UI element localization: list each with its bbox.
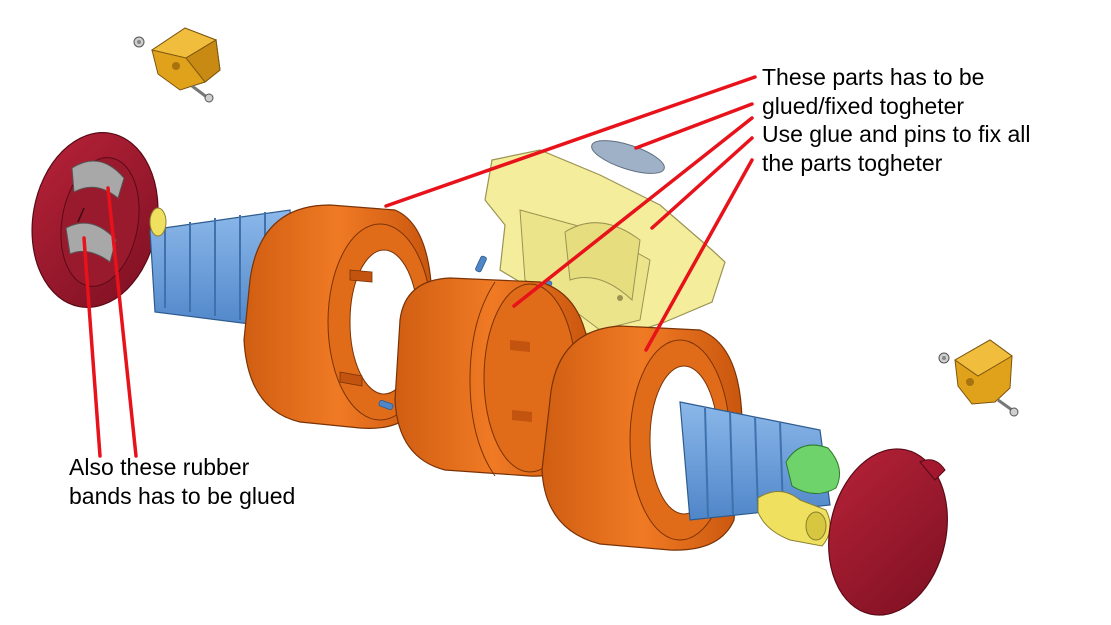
green-part xyxy=(785,444,841,494)
blue-shaft-right xyxy=(679,401,831,521)
yellow-tube-right xyxy=(757,491,831,547)
rubber-band-upper xyxy=(71,160,125,199)
leader-lines xyxy=(82,75,757,458)
leader-line-4 xyxy=(650,136,754,230)
annotation-glue-parts: These parts has to be glued/fixed toghet… xyxy=(762,63,1031,177)
screw-nut-right xyxy=(938,352,950,364)
annotation-line: glued/fixed togheter xyxy=(762,92,965,119)
red-cap-left xyxy=(31,132,159,308)
screw-nut-top xyxy=(133,36,145,48)
rubber-band-lower xyxy=(65,222,117,263)
gold-bracket-top xyxy=(150,27,221,103)
leader-line-5 xyxy=(644,158,754,352)
gold-bracket-right xyxy=(954,339,1019,417)
leader-line-3 xyxy=(512,116,754,308)
annotation-line: These parts has to be xyxy=(762,64,985,90)
red-cap-right xyxy=(828,448,948,616)
annotation-line: the parts togheter xyxy=(762,149,943,176)
annotation-rubber-bands: Also these rubber bands has to be glued xyxy=(69,453,295,510)
grey-lens xyxy=(591,140,665,174)
leader-line-2 xyxy=(634,102,754,150)
leader-line-7 xyxy=(106,186,138,458)
annotation-line: bands has to be glued xyxy=(69,482,296,509)
annotation-line: Use glue and pins to fix all xyxy=(762,121,1031,147)
leader-line-6 xyxy=(82,236,102,458)
leader-line-1 xyxy=(384,75,757,208)
annotation-line: Also these rubber xyxy=(69,454,250,480)
